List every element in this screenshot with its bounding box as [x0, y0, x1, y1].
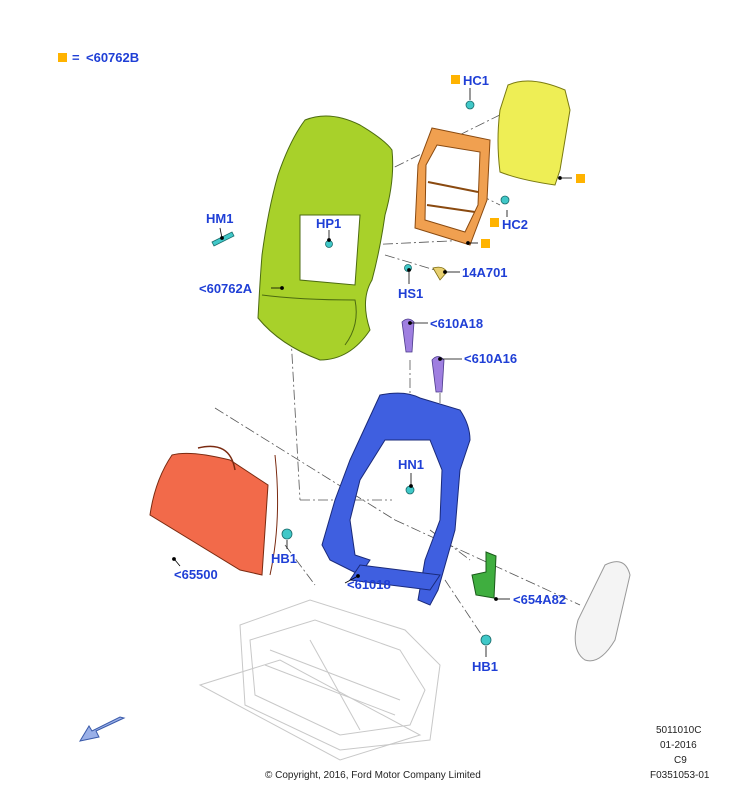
- side-shield: [574, 561, 631, 662]
- arrow-icon: [78, 716, 126, 742]
- clip-hc1: [465, 100, 475, 110]
- label-610a18[interactable]: <610A18: [430, 316, 484, 331]
- copyright: © Copyright, 2016, Ford Motor Company Li…: [265, 770, 481, 781]
- bracket-654a82: [471, 551, 497, 599]
- label-hc2[interactable]: HC2: [502, 217, 529, 232]
- trim-frame-panel: [414, 127, 491, 246]
- label-61018[interactable]: <61018: [347, 577, 391, 592]
- legend-ref: <60762B: [86, 50, 140, 65]
- label-hn1[interactable]: HN1: [398, 457, 425, 472]
- label-654a82[interactable]: <654A82: [513, 592, 567, 607]
- back-pad: [497, 80, 571, 186]
- label-610a16[interactable]: <610A16: [464, 351, 518, 366]
- label-hb1-left[interactable]: HB1: [271, 551, 298, 566]
- clip-hb1-right: [480, 634, 492, 646]
- footer-date: 01-2016: [660, 740, 697, 751]
- bolt-610a18: [401, 318, 415, 353]
- marker-hc2-icon: [490, 218, 499, 227]
- clip-hc2: [500, 195, 510, 205]
- footer-code2: C9: [674, 755, 687, 766]
- label-hc1[interactable]: HC1: [463, 73, 490, 88]
- seat-back-frame-60762a: [257, 115, 394, 361]
- legend-marker-icon: [58, 53, 67, 62]
- footer-code1: 5011010C: [656, 725, 702, 736]
- label-14a701[interactable]: 14A701: [462, 265, 508, 280]
- clip-hb1-left: [281, 528, 293, 540]
- label-hp1[interactable]: HP1: [316, 216, 342, 231]
- marker-hc1-icon: [451, 75, 460, 84]
- label-hs1[interactable]: HS1: [398, 286, 424, 301]
- legend-equals: =: [72, 50, 80, 65]
- marker-pad-icon: [576, 174, 585, 183]
- footer-figure: F0351053-01: [650, 770, 710, 781]
- label-hb1-right[interactable]: HB1: [472, 659, 499, 674]
- label-hm1[interactable]: HM1: [206, 211, 234, 226]
- seat-track-base: [198, 599, 441, 761]
- leader-lines: [172, 88, 572, 657]
- lumbar-support-65500: [149, 445, 279, 576]
- label-60762a[interactable]: <60762A: [199, 281, 253, 296]
- seat-back-frame-61018: [321, 392, 471, 606]
- label-65500[interactable]: <65500: [174, 567, 218, 582]
- bolt-610a16: [431, 356, 445, 393]
- marker-frame-icon: [481, 239, 490, 248]
